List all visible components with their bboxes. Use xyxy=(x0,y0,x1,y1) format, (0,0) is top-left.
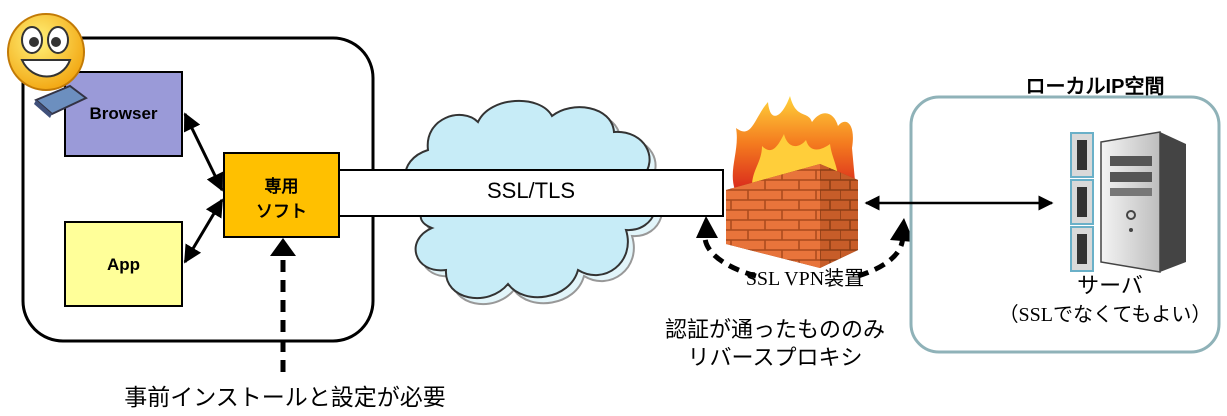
browser-box xyxy=(64,71,183,157)
vpn-left-dashed-arrow xyxy=(702,229,757,279)
smiley-laptop-icon xyxy=(7,13,88,118)
software-label-line2: ソフト xyxy=(256,202,307,221)
server-label: サーバ xyxy=(1077,273,1143,298)
local-ip-area-label: ローカルIP空間 xyxy=(1025,76,1165,98)
firewall-icon xyxy=(726,164,858,268)
software-box xyxy=(223,152,340,238)
server-note: （SSLでなくてもよい） xyxy=(998,304,1212,326)
server-icon xyxy=(1070,131,1186,273)
vpn-note-line2: リバースプロキシ xyxy=(687,345,863,370)
install-arrow-head xyxy=(270,238,296,256)
app-label: App xyxy=(106,255,141,274)
ssl-tls-tunnel xyxy=(338,169,724,217)
vpn-note-line1: 認証が通ったもののみ xyxy=(664,317,885,342)
app-software-arrow xyxy=(183,198,224,264)
software-label-line1: 専用 xyxy=(264,177,299,196)
vpn-left-arrow-head xyxy=(696,216,718,238)
browser-label: Browser xyxy=(89,104,158,123)
install-note: 事前インストールと設定が必要 xyxy=(124,384,446,410)
vpn-device-label: SSL VPN装置 xyxy=(745,268,865,290)
browser-software-arrow xyxy=(183,112,224,192)
vpn-right-arrow-head xyxy=(890,218,914,242)
ssl-tls-label: SSL/TLS xyxy=(486,178,576,203)
app-box xyxy=(64,221,183,307)
